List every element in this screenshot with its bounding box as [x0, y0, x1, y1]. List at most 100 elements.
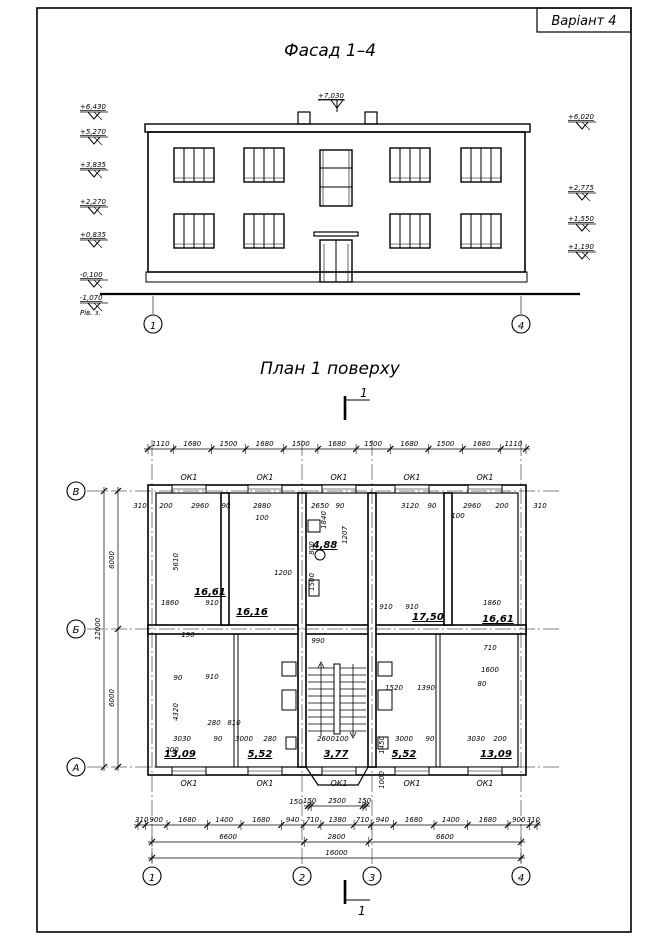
room-dim-18: 910: [379, 603, 393, 611]
room-area-3: 17,50: [412, 612, 444, 623]
level-left-0: +6,430: [80, 103, 108, 121]
dim-stair-2: 150: [358, 797, 372, 805]
axis-number-1: 2: [299, 873, 305, 884]
room-dim-43: 80: [478, 680, 487, 688]
dim-top-6: 1500: [364, 440, 382, 448]
levels-left: +6,430+5,270+3,835+2,270+0,835-0,100-1,0…: [80, 103, 108, 312]
room-dim-49: 90: [174, 674, 183, 682]
room-dim-5: 100: [255, 514, 269, 522]
level-left-2-text: +3,835: [80, 161, 106, 169]
room-dim-28: 90: [214, 735, 223, 743]
facade-windows: [173, 147, 502, 249]
level-right-2: +1,550: [568, 215, 596, 233]
level-top-text: +7,030: [318, 92, 344, 100]
dim-bottom1-0: 310: [135, 816, 149, 824]
level-left-2: +3,835: [80, 161, 108, 179]
room-dim-40: 810: [227, 719, 241, 727]
room-dim-20: 1860: [483, 599, 501, 607]
dim-bottom1-12: 1680: [479, 816, 497, 824]
room-dim-27: 3030: [173, 735, 191, 743]
dim-bottom2-2: 6600: [436, 833, 454, 841]
room-area-0: 16,61: [194, 587, 226, 598]
room-dim-9: 90: [428, 502, 437, 510]
facade-title: Фасад 1–4: [284, 41, 376, 61]
room-dim-3: 90: [222, 502, 231, 510]
dim-left-1: 6000: [108, 689, 116, 707]
axis-number-2: 3: [369, 873, 375, 884]
room-dim-17: 990: [311, 637, 325, 645]
dim-bottom1-9: 940: [376, 816, 390, 824]
axis-number-3: 4: [518, 873, 524, 884]
room-dim-33: 3000: [395, 735, 413, 743]
plan-title: План 1 поверху: [260, 359, 401, 379]
room-dim-16: 1200: [274, 569, 292, 577]
dim-top-7: 1680: [400, 440, 418, 448]
room-dim-23: 800: [308, 541, 316, 555]
room-area-5: 13,09: [164, 749, 196, 760]
room-dim-46: 190: [181, 631, 195, 639]
dim-bottom1-4: 1680: [252, 816, 270, 824]
plan-window: [247, 484, 283, 494]
plan-window: [467, 766, 503, 776]
dim-bottom1-11: 1400: [442, 816, 460, 824]
room-dim-0: 310: [133, 502, 147, 510]
dim-stair-1: 2500: [328, 797, 346, 805]
level-right-3-text: +1,190: [568, 243, 594, 251]
room-dim-13: 5610: [172, 553, 180, 571]
dim-bottom2-1: 2800: [328, 833, 346, 841]
axis-number-0: 1: [149, 873, 155, 884]
room-dim-41: 710: [483, 644, 497, 652]
room-dim-6: 2650: [311, 502, 329, 510]
dim-left-total: 12000: [94, 617, 102, 640]
room-dim-26: 280: [207, 719, 221, 727]
level-right-1-text: +2,775: [568, 184, 594, 192]
entrance-vestibule: [305, 766, 369, 786]
room-area-4: 16,61: [482, 614, 514, 625]
room-area-6: 5,52: [248, 749, 273, 760]
dim-bottom1-3: 1400: [215, 816, 233, 824]
room-dim-39: 1390: [417, 684, 435, 692]
level-left-0-text: +6,430: [80, 103, 106, 111]
plan-windows: [171, 484, 503, 776]
room-dim-25: 4320: [172, 703, 180, 721]
level-left-3: +2,270: [80, 198, 108, 216]
plan-window: [394, 484, 430, 494]
room-dim-48: 200: [165, 746, 179, 754]
level-right-2-text: +1,550: [568, 215, 594, 223]
plan-axes-letters: ВБА: [66, 481, 560, 777]
facade-window: [243, 147, 285, 183]
dim-top-0: 1110: [152, 440, 170, 448]
room-dim-50: 150: [289, 798, 303, 806]
dim-top-4: 1500: [292, 440, 310, 448]
dim-stair-0: 150: [303, 797, 317, 805]
room-dim-11: 200: [495, 502, 509, 510]
dim-left-0: 6000: [108, 551, 116, 569]
stair-window: [319, 149, 353, 207]
level-right-0-text: +6,020: [568, 113, 594, 121]
room-area-2: 4,88: [312, 540, 338, 551]
axis-1: Б: [66, 619, 560, 639]
dim-top-10: 1110: [504, 440, 522, 448]
dim-bottom1-14: 310: [527, 816, 541, 824]
level-left-6-text: -1,070: [80, 294, 103, 302]
room-dim-37: 910: [205, 673, 219, 681]
room-dim-44: 1450: [378, 736, 386, 754]
plan-window: [321, 766, 357, 776]
chimney-right: [364, 111, 378, 125]
room-dim-34: 90: [426, 735, 435, 743]
room-dim-42: 1600: [481, 666, 499, 674]
axis-letter-1: Б: [73, 625, 80, 636]
facade-axis-1: [143, 314, 163, 334]
window-label-2: ОК1: [330, 473, 347, 482]
room-dim-22: 1207: [341, 526, 349, 544]
facade-axis-1-label: 1: [150, 321, 156, 332]
levels-right: +6,020 +2,775 +1,550 +1,190: [568, 113, 596, 261]
axis-letter-2: А: [72, 763, 80, 774]
window-label-7: ОК1: [330, 779, 347, 788]
level-top: +7,030: [318, 92, 345, 112]
facade-window: [173, 147, 215, 183]
room-dim-8: 3120: [401, 502, 419, 510]
window-label-3: ОК1: [403, 473, 420, 482]
